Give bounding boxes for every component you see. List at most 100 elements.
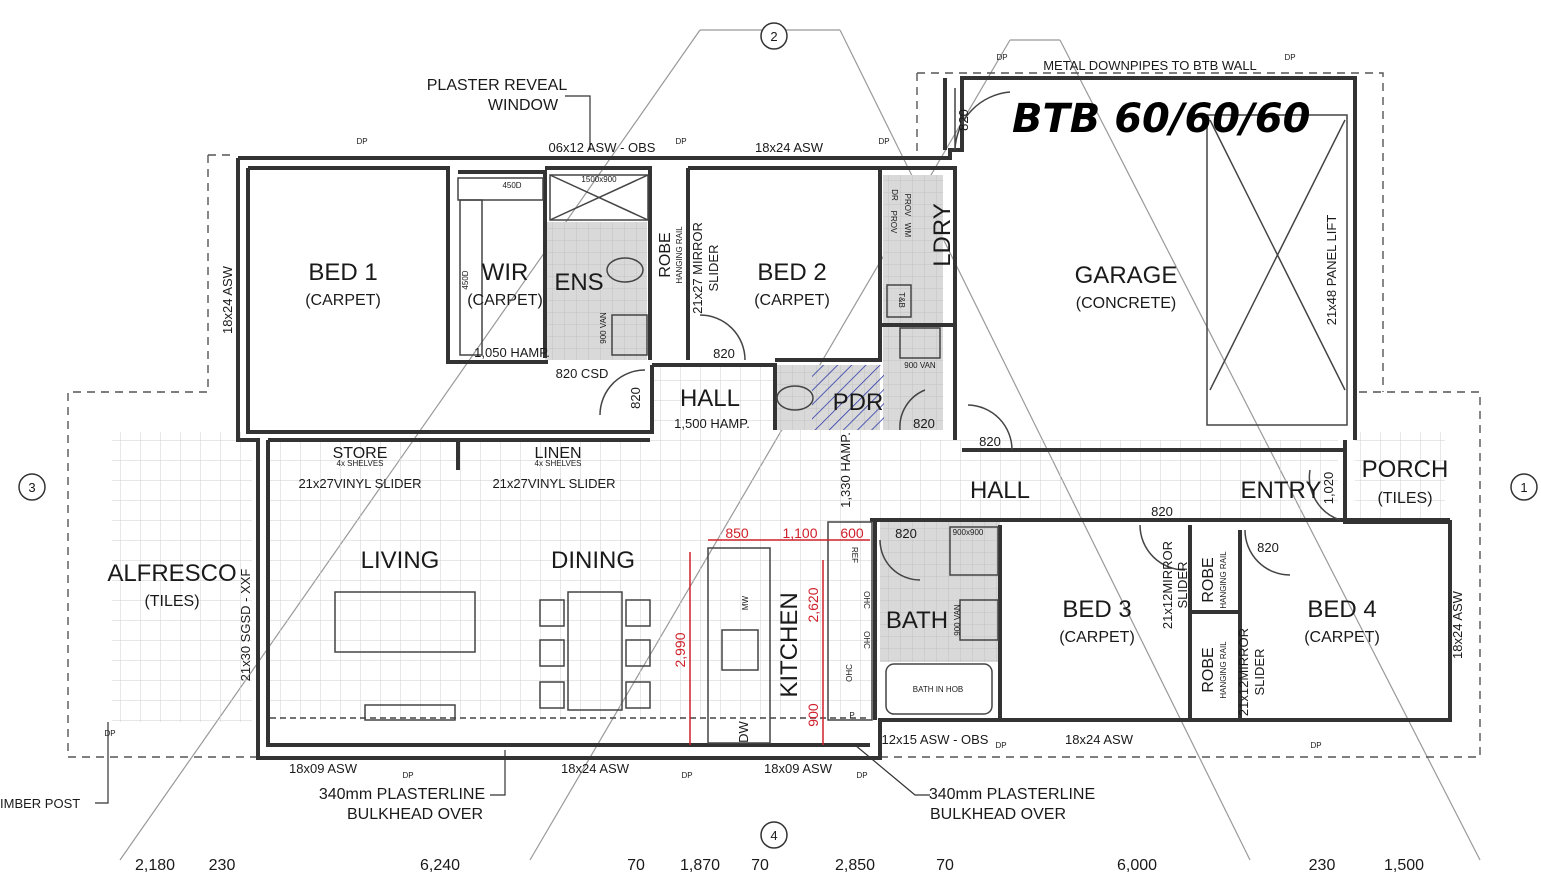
dishwasher-label: DW [736, 720, 751, 742]
downpipe-3: DP [878, 137, 889, 146]
sliding-door-label: 21x30 SGSD - XXF [238, 569, 253, 682]
hamper-1500-label: 1,500 HAMP. [674, 416, 750, 431]
room-linen-name: LINEN [534, 445, 581, 462]
window-18x24-bottom-mid-label: 18x24 ASW [561, 761, 630, 776]
room-living-name: LIVING [361, 547, 440, 574]
bottom-dimension-3: 70 [627, 857, 645, 874]
room-dining-name: DINING [551, 547, 635, 574]
bottom-dimension-6: 2,850 [835, 857, 875, 874]
shelf-450-vertical-label: 450D [461, 270, 470, 289]
bottom-dimension-4: 1,870 [680, 857, 720, 874]
bottom-dimension-2: 6,240 [420, 857, 460, 874]
vinyl-slider-store-label: 21x27VINYL SLIDER [298, 476, 421, 491]
room-porch-name: PORCH [1362, 456, 1449, 483]
metal-downpipes-label: METAL DOWNPIPES TO BTB WALL [1043, 58, 1257, 73]
room-bed1-finish: (CARPET) [305, 292, 381, 309]
bottom-dimension-1: 230 [209, 857, 236, 874]
bulkhead-right-label-1: 340mm PLASTERLINE [929, 786, 1095, 803]
door-bed1-label: 820 [628, 387, 643, 409]
overhead-cupboard-1: OHC [862, 591, 871, 609]
plan-title: BTB 60/60/60 [1012, 96, 1310, 142]
downpipe-8: DP [856, 771, 867, 780]
dim-1020: 1,020 [1321, 472, 1336, 505]
door-bed2-label: 820 [713, 346, 735, 361]
room-garage-name: GARAGE [1075, 262, 1178, 289]
mirror-bed4-label-1: 21x12MIRROR [1236, 628, 1251, 716]
window-12x15-label: 12x15 ASW - OBS [882, 732, 989, 747]
fixtures [270, 114, 1348, 744]
vinyl-slider-linen-label: 21x27VINYL SLIDER [492, 476, 615, 491]
walls [236, 76, 1452, 760]
mirror-bed2-label-2: SLIDER [706, 245, 721, 292]
shower-900-label: 900x900 [953, 528, 984, 537]
room-bed4-finish: (CARPET) [1304, 629, 1380, 646]
grid-marker-left-label: 3 [28, 480, 35, 495]
washer-label-2: WM [903, 223, 912, 238]
washer-label-3: PROV [889, 211, 898, 234]
door-bed4-label: 820 [1257, 540, 1279, 555]
downpipe-7: DP [681, 771, 692, 780]
vanity-ldry-label: 900 VAN [904, 361, 936, 370]
timber-post-label: IMBER POST [0, 796, 80, 811]
grid-marker-top: 2 [760, 22, 788, 50]
bath-hob-label: BATH IN HOB [913, 685, 964, 694]
hamper-1050-label: 1,050 HAMP. [474, 345, 550, 360]
downpipe-6: DP [402, 771, 413, 780]
mirror-bed3-label-2: SLIDER [1175, 562, 1190, 609]
plaster-reveal-label-1: PLASTER REVEAL [427, 77, 568, 94]
door-pdr-label: 820 [913, 416, 935, 431]
bottom-dimension-10: 1,500 [1384, 857, 1424, 874]
window-18x09-left-label: 18x09 ASW [289, 761, 358, 776]
cavity-slider-label: 820 CSD [556, 366, 609, 381]
window-18x24-right-label: 18x24 ASW [1450, 590, 1465, 659]
panel-lift-label: 21x48 PANEL LIFT [1324, 215, 1339, 326]
room-porch-finish: (TILES) [1377, 490, 1432, 507]
bottom-dimension-9: 230 [1309, 857, 1336, 874]
robe-bed3-rail-label: HANGING RAIL [1219, 551, 1228, 609]
bottom-dimension-0: 2,180 [135, 857, 175, 874]
mirror-bed4-label-2: SLIDER [1252, 649, 1267, 696]
vanity-bath-label: 900 VAN [953, 604, 962, 636]
downpipe-1: DP [356, 137, 367, 146]
window-18x24-top-label: 18x24 ASW [755, 140, 824, 155]
robe-bed2-rail-label: HANGING RAIL [675, 226, 684, 284]
room-kitchen-name: KITCHEN [776, 592, 803, 697]
room-store-name: STORE [333, 445, 388, 462]
mirror-bed2-label-1: 21x27 MIRROR [690, 222, 705, 314]
bulkhead-right-label-2: BULKHEAD OVER [930, 806, 1066, 823]
downpipe-5: DP [1284, 53, 1295, 62]
grid-marker-bottom: 4 [760, 821, 788, 849]
room-bed1-name: BED 1 [308, 259, 377, 286]
room-entry-name: ENTRY [1241, 477, 1322, 504]
room-wir-finish: (CARPET) [467, 292, 543, 309]
robe-bed2-label: ROBE [657, 232, 674, 277]
door-garage-label: 820 [956, 109, 971, 131]
fridge-label: REF [850, 547, 859, 563]
washer-label-4: PROV [903, 194, 912, 217]
washer-label-1: DR [890, 189, 899, 201]
room-bath-name: BATH [886, 607, 948, 634]
downpipe-4: DP [996, 53, 1007, 62]
pantry-label: P [849, 711, 854, 720]
robe-bed4-label: ROBE [1200, 647, 1217, 692]
robe-bed4-rail-label: HANGING RAIL [1219, 641, 1228, 699]
grid-marker-right: 1 [1510, 473, 1538, 501]
dim-1100: 1,100 [782, 525, 817, 541]
downpipe-10: DP [1310, 741, 1321, 750]
room-ens-name: ENS [554, 269, 603, 296]
window-18x24-left-label: 18x24 ASW [220, 265, 235, 334]
bottom-dimension-7: 70 [936, 857, 954, 874]
door-bath-label: 820 [895, 526, 917, 541]
vanity-ens-label: 900 VAN [599, 312, 608, 344]
grid-marker-top-label: 2 [770, 29, 777, 44]
downpipe-2: DP [675, 137, 686, 146]
window-18x24-bottom-right-label: 18x24 ASW [1065, 732, 1134, 747]
room-hall-main-name: HALL [970, 477, 1030, 504]
room-pdr-name: PDR [833, 389, 884, 416]
shelf-450-label: 450D [502, 181, 521, 190]
room-hall-top-name: HALL [680, 385, 740, 412]
dim-900: 900 [805, 703, 821, 727]
shower-1500-label: 1500x900 [581, 175, 617, 184]
door-swings [599, 88, 1341, 581]
